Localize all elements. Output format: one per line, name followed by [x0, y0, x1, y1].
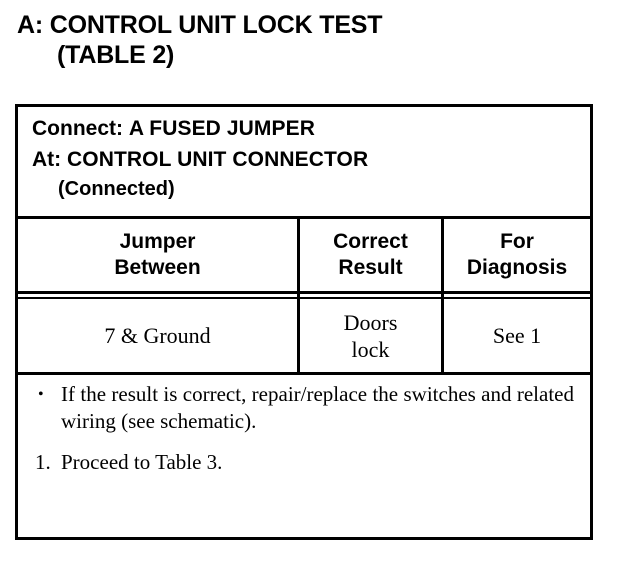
connect-row: Connect: A FUSED JUMPER — [32, 113, 590, 144]
column-header-line-1: Jumper — [119, 230, 196, 253]
diagnostic-table: Connect: A FUSED JUMPER At: CONTROL UNIT… — [15, 104, 593, 540]
separator-segment-1 — [18, 294, 300, 297]
column-header-line-2: Result — [338, 256, 403, 279]
notes-section: • If the result is correct, repair/repla… — [18, 375, 590, 476]
note-bullet-item: • If the result is correct, repair/repla… — [28, 381, 574, 435]
at-label: At: — [32, 148, 62, 171]
at-value: CONTROL UNIT CONNECTOR — [67, 148, 369, 171]
cell-for-diagnosis: See 1 — [492, 323, 542, 348]
cell-correct-result-line-2: lock — [351, 336, 390, 362]
table-row: 7 & Ground Doors lock See 1 — [18, 299, 590, 375]
column-header-jumper-between: Jumper Between — [18, 219, 300, 291]
note-bullet-text: If the result is correct, repair/replace… — [61, 382, 574, 433]
connect-sub-note: (Connected) — [58, 178, 175, 200]
note-numbered-text: Proceed to Table 3. — [61, 450, 223, 474]
column-header-for-diagnosis: For Diagnosis — [444, 219, 590, 291]
note-numbered-item: 1. Proceed to Table 3. — [28, 449, 574, 476]
cell-correct-result-line-1: Doors — [343, 309, 398, 335]
bullet-icon: • — [38, 386, 44, 403]
connect-label: Connect: — [32, 117, 123, 140]
page-title: A: CONTROL UNIT LOCK TEST (TABLE 2) — [17, 10, 617, 70]
page-title-line-1: A: CONTROL UNIT LOCK TEST — [17, 11, 383, 39]
separator-segment-2 — [300, 294, 444, 297]
at-row: At: CONTROL UNIT CONNECTOR — [32, 144, 590, 175]
separator-segment-3 — [444, 294, 590, 297]
connect-instructions: Connect: A FUSED JUMPER At: CONTROL UNIT… — [18, 107, 590, 219]
page-title-line-2: (TABLE 2) — [57, 41, 175, 69]
table-header-row: Jumper Between Correct Result For Diagno… — [18, 219, 590, 294]
header-separator-rule — [18, 294, 590, 299]
column-header-line-1: Correct — [333, 230, 408, 253]
column-header-line-2: Between — [114, 256, 201, 279]
cell-jumper-between: 7 & Ground — [18, 299, 300, 372]
column-header-line-1: For — [500, 230, 534, 253]
cell-correct-result: Doors lock — [300, 299, 444, 372]
connect-value: A FUSED JUMPER — [128, 117, 315, 140]
column-header-line-2: Diagnosis — [466, 256, 568, 279]
column-header-correct-result: Correct Result — [300, 219, 444, 291]
note-number-marker: 1. — [35, 450, 51, 474]
